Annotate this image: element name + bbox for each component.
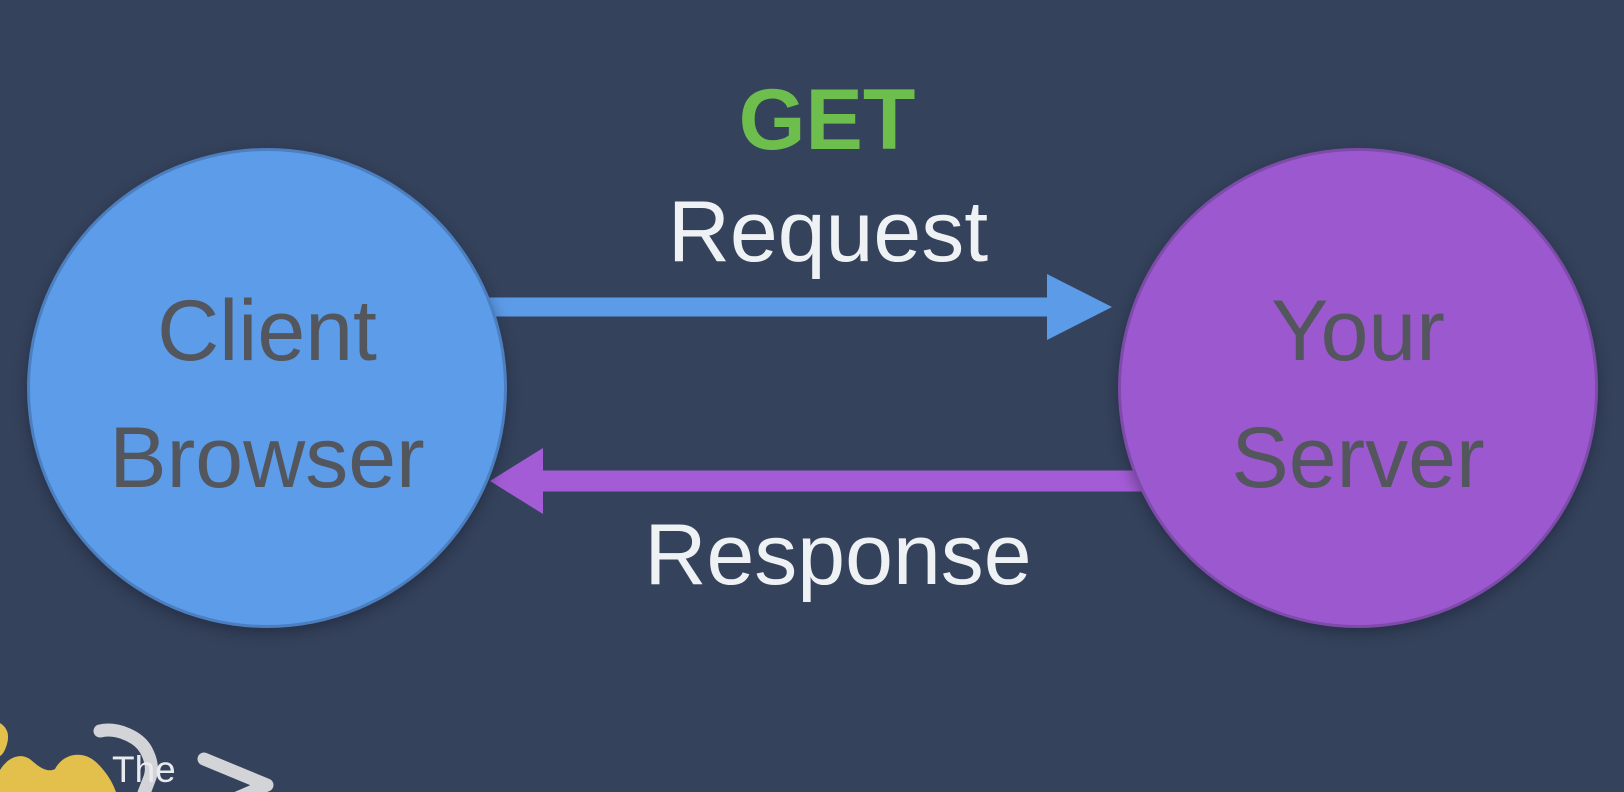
watermark-logo-icon xyxy=(0,723,274,792)
client-browser-label-line1: Client xyxy=(157,283,377,379)
response-label: Response xyxy=(644,507,1032,603)
your-server-label-line1: Your xyxy=(1271,283,1445,379)
watermark-text: The xyxy=(112,749,176,790)
watermark-chevron-stroke xyxy=(197,752,274,792)
request-arrow xyxy=(460,274,1112,340)
request-label: Request xyxy=(667,184,989,280)
client-browser-node: Client Browser xyxy=(27,148,507,628)
watermark-blob-tail xyxy=(0,723,9,756)
http-method-label: GET xyxy=(738,72,916,168)
watermark-logo: The xyxy=(0,697,320,792)
client-browser-label-line2: Browser xyxy=(109,410,425,506)
your-server-node: Your Server xyxy=(1118,148,1598,628)
your-server-label-line2: Server xyxy=(1231,410,1485,506)
watermark-blob xyxy=(0,754,116,792)
client-browser-label: Client Browser xyxy=(109,254,424,522)
response-arrow xyxy=(490,448,1150,514)
your-server-label: Your Server xyxy=(1231,254,1484,522)
watermark-hook-stroke xyxy=(93,723,158,792)
